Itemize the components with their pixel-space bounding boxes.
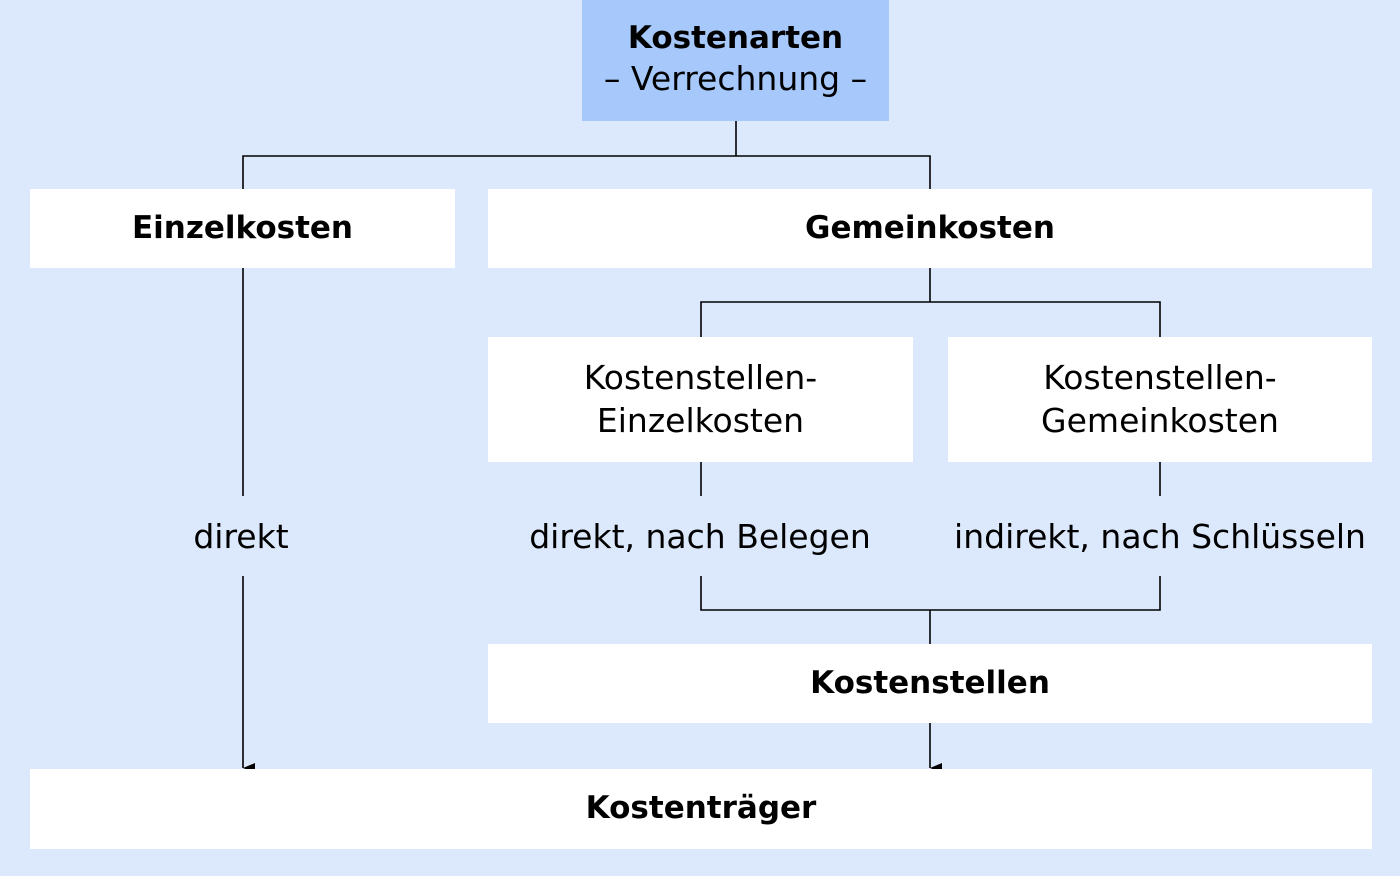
connector-labels-merge (700, 576, 1161, 611)
einzelkosten-label: Einzelkosten (131, 209, 353, 246)
edge-label-direkt-nach-belegen: direkt, nach Belegen (529, 517, 871, 556)
kostenarten-title: Kostenarten (627, 20, 844, 57)
einzelkosten-node: Einzelkosten (30, 189, 455, 268)
kostenstellen-node: Kostenstellen (488, 644, 1372, 723)
ks-gemeinkosten-line1: Kostenstellen- (1043, 357, 1277, 397)
edge-label-direkt: direkt (193, 517, 289, 556)
kostenstellen-einzelkosten-node: Kostenstellen- Einzelkosten (488, 337, 913, 462)
connector-gemeinkosten-split (700, 301, 1161, 337)
kostenarten-subtitle: – Verrechnung – (603, 58, 868, 98)
ks-einzelkosten-line2: Einzelkosten (596, 400, 805, 440)
ks-gemeinkosten-line2: Gemeinkosten (1041, 400, 1279, 440)
kostenstellen-gemeinkosten-node: Kostenstellen- Gemeinkosten (948, 337, 1372, 462)
kostenstellen-label: Kostenstellen (810, 664, 1050, 701)
kostenarten-node: Kostenarten – Verrechnung – (582, 0, 889, 121)
ks-einzelkosten-line1: Kostenstellen- (583, 357, 818, 397)
connector-root-branches (242, 155, 931, 189)
kostentraeger-node: Kostenträger (30, 769, 1372, 849)
kostentraeger-label: Kostenträger (585, 790, 817, 827)
gemeinkosten-label: Gemeinkosten (805, 209, 1055, 246)
gemeinkosten-node: Gemeinkosten (488, 189, 1372, 268)
edge-label-indirekt-nach-schluesseln: indirekt, nach Schlüsseln (954, 517, 1366, 556)
